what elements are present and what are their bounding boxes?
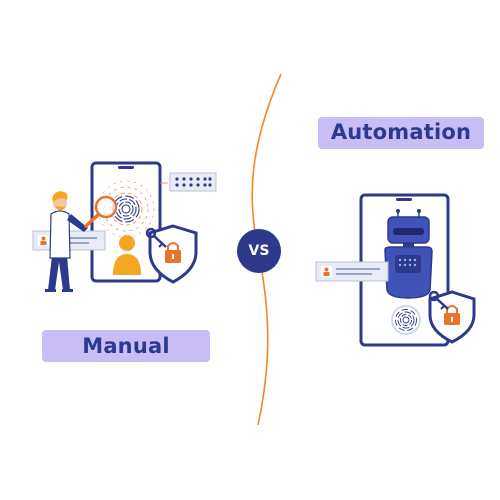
manual-label: Manual <box>42 330 210 362</box>
shield-lock-icon <box>428 290 476 344</box>
person-icon <box>113 235 141 275</box>
shield-lock-icon <box>148 224 198 284</box>
magnifier-icon <box>84 195 118 228</box>
automation-label: Automation <box>318 117 484 149</box>
automation-illustration <box>315 193 476 347</box>
man-figure <box>45 191 88 292</box>
fingerprint-icon <box>391 305 421 335</box>
vs-badge: VS <box>237 229 281 273</box>
password-dots-icon <box>160 172 217 192</box>
robot-icon <box>384 209 433 299</box>
manual-illustration <box>32 161 217 292</box>
key-icon <box>145 227 167 248</box>
key-icon <box>428 290 449 310</box>
id-card-icon <box>315 261 389 282</box>
